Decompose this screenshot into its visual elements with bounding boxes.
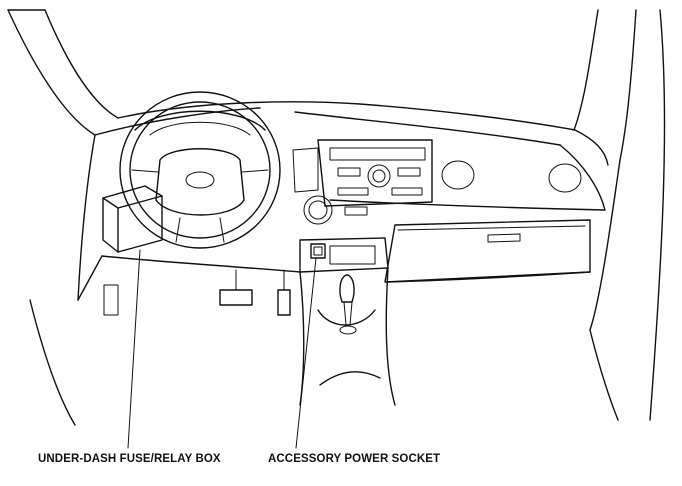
power-socket-label: ACCESSORY POWER SOCKET xyxy=(268,453,441,465)
left-a-pillar xyxy=(7,9,119,136)
dashboard-top xyxy=(94,101,609,211)
lower-dash xyxy=(101,255,591,283)
instrument-cluster xyxy=(134,110,266,136)
fuse-box-leader xyxy=(127,249,141,449)
leader-lines xyxy=(127,249,317,449)
pedals xyxy=(219,269,291,316)
fuse-box-label: UNDER-DASH FUSE/RELAY BOX xyxy=(38,453,221,465)
center-stack xyxy=(292,139,433,273)
accessory-power-socket xyxy=(310,243,326,259)
glovebox xyxy=(384,219,591,283)
dash-vents xyxy=(441,160,582,193)
center-console xyxy=(299,267,396,406)
right-door-panel xyxy=(589,159,621,421)
steering-wheel xyxy=(119,91,281,249)
left-door-panel xyxy=(29,134,119,426)
right-a-pillar xyxy=(573,9,666,421)
under-dash-fuse-relay-box xyxy=(102,185,163,253)
socket-leader xyxy=(295,257,317,449)
